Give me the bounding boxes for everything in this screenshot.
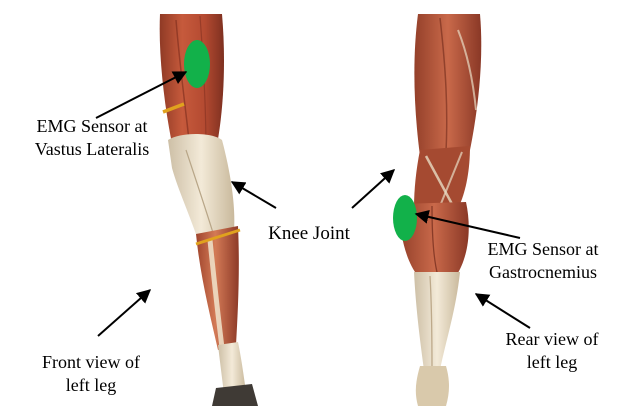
label-knee-joint: Knee Joint bbox=[252, 222, 366, 245]
rear-thigh bbox=[414, 14, 481, 156]
label-front-view: Front view of left leg bbox=[12, 351, 170, 397]
label-line: left leg bbox=[12, 374, 170, 397]
label-rear-view: Rear view of left leg bbox=[478, 328, 620, 374]
label-line: Rear view of bbox=[478, 328, 620, 351]
label-line: Front view of bbox=[12, 351, 170, 374]
label-line: Vastus Lateralis bbox=[6, 138, 178, 161]
rear-leg-illustration bbox=[393, 14, 481, 406]
label-emg-sensor-gastrocnemius: EMG Sensor at Gastrocnemius bbox=[463, 238, 620, 284]
label-line: EMG Sensor at bbox=[463, 238, 620, 261]
label-line: Knee Joint bbox=[252, 222, 366, 245]
label-line: EMG Sensor at bbox=[6, 115, 178, 138]
front-leg-illustration bbox=[160, 14, 258, 406]
arrow-to-front-view bbox=[98, 290, 150, 336]
emg-sensor-vastus-lateralis bbox=[184, 40, 210, 88]
label-line: Gastrocnemius bbox=[463, 261, 620, 284]
arrow-to-front-knee bbox=[232, 182, 276, 208]
arrow-to-rear-knee bbox=[352, 170, 394, 208]
label-emg-sensor-vastus-lateralis: EMG Sensor at Vastus Lateralis bbox=[6, 115, 178, 161]
label-line: left leg bbox=[478, 351, 620, 374]
arrow-to-rear-view bbox=[476, 294, 530, 328]
emg-sensor-gastrocnemius bbox=[393, 195, 417, 241]
